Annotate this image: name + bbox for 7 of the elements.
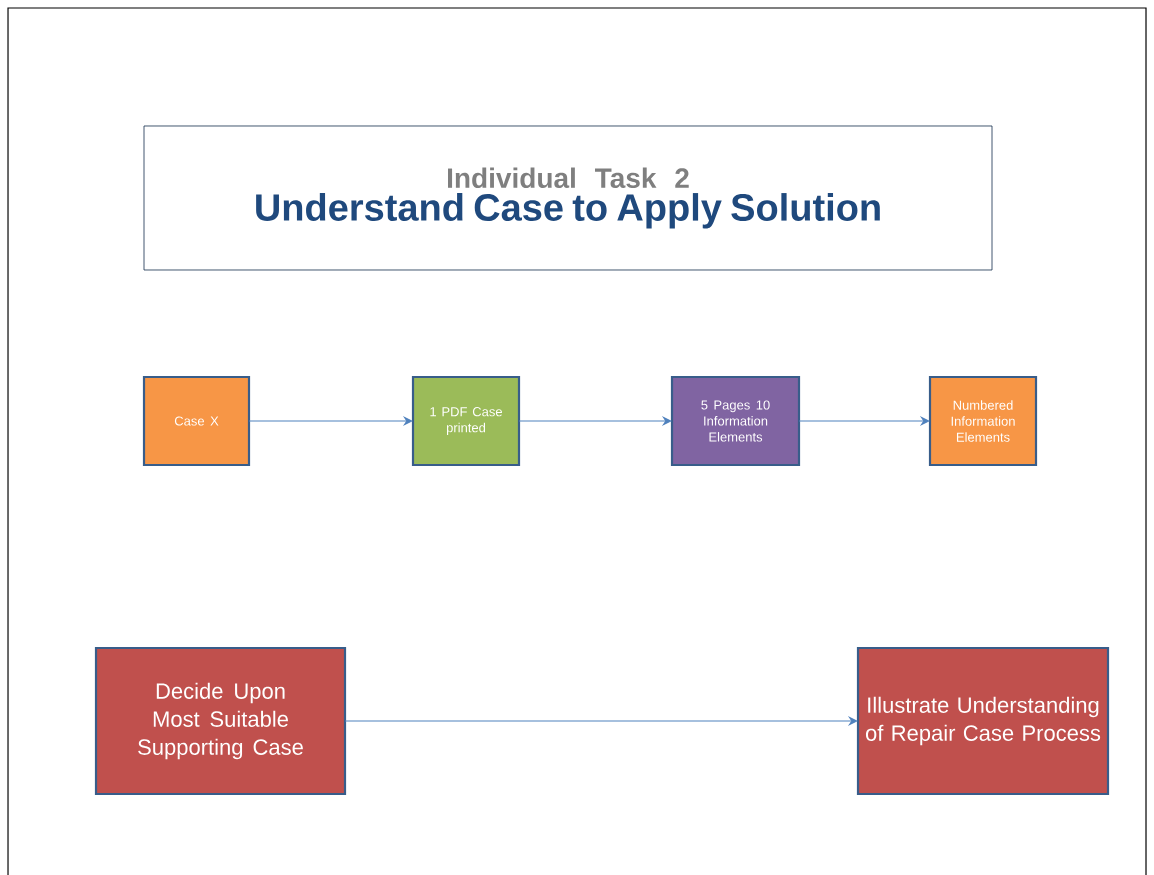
- process-box: Illustrate Understanding of Repair Case Process: [856, 646, 1110, 796]
- process-box: Case X: [142, 375, 251, 467]
- process-box: 5 Pages 10 Information Elements: [670, 375, 801, 467]
- process-box: Decide Upon Most Suitable Supporting Case: [94, 646, 347, 796]
- process-box: 1 PDF Case printed: [411, 375, 521, 467]
- process-box: Numbered Information Elements: [928, 375, 1038, 467]
- title-box: Individual Task 2 Understand Case to Apply Solution: [143, 125, 993, 271]
